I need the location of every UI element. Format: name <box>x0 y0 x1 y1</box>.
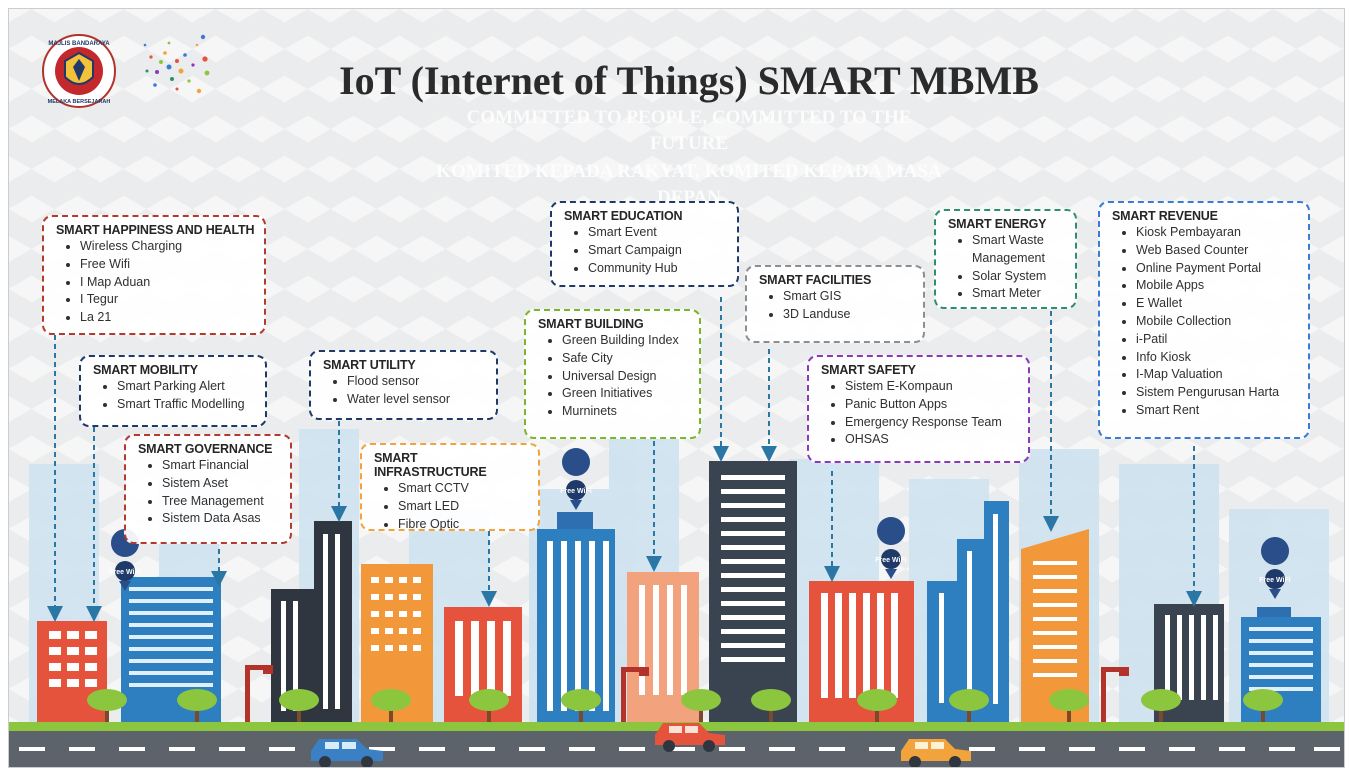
list-item: Flood sensor <box>347 373 487 391</box>
list-item: Web Based Counter <box>1136 242 1299 260</box>
svg-text:MAJLIS BANDARAYA: MAJLIS BANDARAYA <box>48 41 110 47</box>
box-title: SMART GOVERNANCE <box>138 442 273 456</box>
list-item: Tree Management <box>162 493 281 511</box>
connector-arrows <box>47 297 1202 622</box>
list-item: Water level sensor <box>347 391 487 409</box>
list-item: Sistem E-Kompaun <box>845 378 1019 396</box>
list-item: La 21 <box>80 309 255 327</box>
smart-utility-box: SMART UTILITY Flood sensor Water level s… <box>309 350 498 420</box>
list-item: Online Payment Portal <box>1136 260 1299 278</box>
smart-revenue-box: SMART REVENUE Kiosk Pembayaran Web Based… <box>1098 201 1310 439</box>
box-title: SMART SAFETY <box>821 363 916 377</box>
list-item: Wireless Charging <box>80 238 255 256</box>
box-title: SMART INFRASTRUCTURE <box>374 451 487 479</box>
box-title: SMART HAPPINESS AND HEALTH <box>56 223 255 237</box>
car-blue-icon <box>311 739 383 767</box>
list-item: Solar System <box>972 268 1066 286</box>
box-title: SMART MOBILITY <box>93 363 198 377</box>
list-item: Kiosk Pembayaran <box>1136 224 1299 242</box>
box-title: SMART EDUCATION <box>564 209 683 223</box>
building-orange-6 <box>1021 529 1089 724</box>
list-item: Smart Financial <box>162 457 281 475</box>
list-item: Sistem Aset <box>162 475 281 493</box>
box-title: SMART BUILDING <box>538 317 644 331</box>
list-item: Green Building Index <box>562 332 690 350</box>
page-title: IoT (Internet of Things) SMART MBMB <box>339 58 1039 103</box>
smart-mobility-box: SMART MOBILITY Smart Parking Alert Smart… <box>79 355 267 427</box>
list-item: Mobile Collection <box>1136 313 1299 331</box>
building-dark-tall-center <box>709 461 797 724</box>
list-item: Panic Button Apps <box>845 396 1019 414</box>
city-skyline-scene: Free WiFi Free WiFi Free WiFi Free WiFi <box>9 34 1344 767</box>
motto-line-3: KOMITED KEPADA RAKYAT, KOMITED KEPADA MA… <box>436 161 942 182</box>
tree-icon <box>87 689 1283 725</box>
smart-safety-box: SMART SAFETY Sistem E-Kompaun Panic Butt… <box>807 355 1030 463</box>
motto-line-1: COMMITTED TO PEOPLE, COMMITTED TO THE <box>466 107 912 128</box>
list-item: Free Wifi <box>80 256 255 274</box>
street-lamp-icon <box>245 665 1129 727</box>
car-orange-icon <box>901 739 971 767</box>
list-item: Sistem Pengurusan Harta <box>1136 384 1299 402</box>
list-item: i-Patil <box>1136 331 1299 349</box>
list-item: Safe City <box>562 350 690 368</box>
motto-line-2: FUTURE <box>649 133 729 154</box>
building-blue-tower-2 <box>537 512 615 724</box>
smart-governance-box: SMART GOVERNANCE Smart Financial Sistem … <box>124 434 292 544</box>
list-item: Green Initiatives <box>562 385 690 403</box>
smart-happiness-health-box: SMART HAPPINESS AND HEALTH Wireless Char… <box>42 215 266 335</box>
box-title: SMART UTILITY <box>323 358 416 372</box>
smart-energy-box: SMART ENERGY Smart Waste Management Sola… <box>934 209 1077 309</box>
box-title: SMART ENERGY <box>948 217 1047 231</box>
list-item: Smart Campaign <box>588 242 728 260</box>
list-item: I Tegur <box>80 291 255 309</box>
svg-text:MELAKA BERSEJARAH: MELAKA BERSEJARAH <box>48 99 111 105</box>
list-item: Smart Parking Alert <box>117 378 256 396</box>
free-wifi-pin-icon: Free WiFi Free WiFi Free WiFi Free WiFi <box>109 448 1291 599</box>
list-item: Smart Waste Management <box>972 232 1066 268</box>
svg-text:Free WiFi: Free WiFi <box>560 488 591 495</box>
list-item: Universal Design <box>562 368 690 386</box>
list-item: Smart Event <box>588 224 728 242</box>
svg-text:Free WiFi: Free WiFi <box>1259 577 1290 584</box>
list-item: I Map Aduan <box>80 274 255 292</box>
list-item: Mobile Apps <box>1136 277 1299 295</box>
smart-building-box: SMART BUILDING Green Building Index Safe… <box>524 309 701 439</box>
motto-english: COMMITTED TO PEOPLE, COMMITTED TO THE FU… <box>389 105 989 157</box>
list-item: E Wallet <box>1136 295 1299 313</box>
box-title: SMART REVENUE <box>1112 209 1218 223</box>
list-item: Smart LED <box>398 498 529 516</box>
car-red-icon <box>655 723 725 752</box>
list-item: Smart CCTV <box>398 480 529 498</box>
mbmb-crest-logo: MAJLIS BANDARAYA MELAKA BERSEJARAH <box>42 34 116 108</box>
list-item: Murninets <box>562 403 690 421</box>
smart-education-box: SMART EDUCATION Smart Event Smart Campai… <box>550 201 739 287</box>
list-item: I-Map Valuation <box>1136 366 1299 384</box>
svg-text:Free WiFi: Free WiFi <box>109 569 140 576</box>
list-item: OHSAS <box>845 431 1019 449</box>
list-item: 3D Landuse <box>783 306 914 324</box>
list-item: Smart Meter <box>972 285 1066 303</box>
list-item: Community Hub <box>588 260 728 278</box>
list-item: Smart Rent <box>1136 402 1299 420</box>
list-item: Smart GIS <box>783 288 914 306</box>
list-item: Smart Traffic Modelling <box>117 396 256 414</box>
smart-facilities-box: SMART FACILITIES Smart GIS 3D Landuse <box>745 265 925 343</box>
svg-text:Free WiFi: Free WiFi <box>875 557 906 564</box>
list-item: Sistem Data Asas <box>162 510 281 528</box>
list-item: Info Kiosk <box>1136 349 1299 367</box>
box-title: SMART FACILITIES <box>759 273 872 287</box>
infographic-canvas: Free WiFi Free WiFi Free WiFi Free WiFi <box>8 8 1345 768</box>
list-item: Fibre Optic <box>398 516 529 534</box>
smart-city-dots-logo <box>143 34 210 94</box>
smart-infrastructure-box: SMART INFRASTRUCTURE Smart CCTV Smart LE… <box>360 443 540 531</box>
list-item: Emergency Response Team <box>845 414 1019 432</box>
